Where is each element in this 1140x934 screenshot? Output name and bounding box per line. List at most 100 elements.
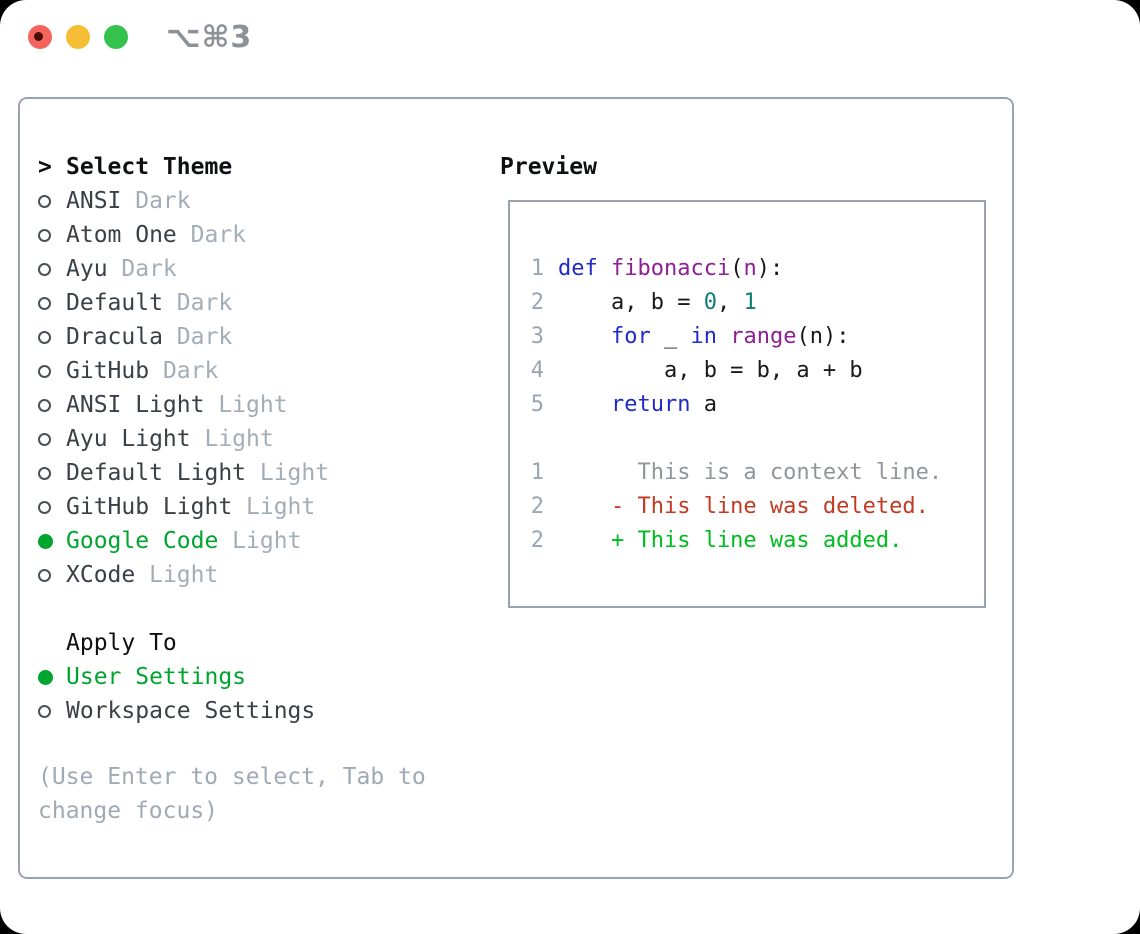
apply-option-workspace-settings[interactable]: Workspace Settings [38,694,315,728]
radio-unselected-icon [38,568,51,582]
minimize-button[interactable] [66,25,90,49]
item-label: XCode [66,562,136,588]
line-number: 1 [530,255,544,281]
theme-item-ayu-dark[interactable]: Ayu Dark [38,252,329,286]
radio-selected-icon [38,669,53,685]
code-token-kw: def [558,255,598,281]
theme-item-default-light-light[interactable]: Default Light Light [38,456,329,490]
apply-to-title: Apply To [66,630,177,656]
line-number: 4 [530,357,544,383]
apply-option-user-settings[interactable]: User Settings [38,660,315,694]
theme-item-atom-one-dark[interactable]: Atom One Dark [38,218,329,252]
prompt-caret-icon: > [38,154,52,180]
code-line: 5 return a [530,387,984,421]
item-label: GitHub [66,358,150,384]
theme-item-github-dark[interactable]: GitHub Dark [38,354,329,388]
line-number: 2 [530,289,544,315]
theme-item-github-light-light[interactable]: GitHub Light Light [38,490,329,524]
item-variant-label: Light [232,494,316,520]
item-label: ANSI [66,188,122,214]
code-token-kw: return [610,391,691,417]
theme-item-xcode-light[interactable]: XCode Light [38,558,329,592]
code-token-fn: fibonacci [611,255,731,281]
item-variant-label: Dark [107,256,177,282]
item-variant-label: Dark [162,290,233,316]
close-button[interactable] [28,25,52,49]
line-number: 1 [530,459,544,485]
code-token-pl: (n): [796,323,850,349]
item-variant-label: Light [218,528,302,554]
code-line: 2 a, b = 0, 1 [530,285,984,319]
code-token-num: 0 [703,289,717,315]
item-label: GitHub Light [66,494,233,520]
code-token-pl: _ [650,323,691,349]
line-number: 2 [530,527,544,553]
line-number: 5 [530,391,544,417]
item-variant-label: Light [204,392,288,418]
radio-unselected-icon [38,296,51,310]
radio-unselected-icon [38,500,51,514]
item-variant-label: Dark [176,222,247,248]
item-variant-label: Dark [121,188,191,214]
keyboard-hint-text: (Use Enter to select, Tab to change focu… [38,764,426,824]
code-token-fn: n [743,255,757,281]
code-token-pl [598,256,611,281]
item-label: Ayu [66,256,108,282]
item-label: Dracula [66,324,163,350]
theme-item-dracula-dark[interactable]: Dracula Dark [38,320,329,354]
code-line [530,421,984,455]
modified-dot-icon [34,32,43,41]
item-label: Ayu Light [66,426,191,452]
item-label: Workspace Settings [66,698,316,724]
code-line: 4 a, b = b, a + b [530,353,984,387]
code-token-pl: ): [756,255,784,281]
line-number: 3 [530,323,544,349]
radio-unselected-icon [38,466,51,480]
item-variant-label: Dark [149,358,219,384]
line-number: 2 [530,493,544,519]
theme-item-ansi-light-light[interactable]: ANSI Light Light [38,388,329,422]
code-token-add: + This line was added. [558,527,903,553]
window-title: ⌥⌘3 [166,20,253,55]
radio-unselected-icon [38,398,51,412]
code-token-del: - This line was deleted. [558,493,929,519]
radio-unselected-icon [38,364,51,378]
item-label: Atom One [66,222,177,248]
theme-item-google-code-light[interactable]: Google Code Light [38,524,329,558]
code-token-kw: for [610,323,651,349]
apply-to-header-row: Apply To [38,626,315,660]
radio-unselected-icon [38,704,51,718]
theme-item-ansi-dark[interactable]: ANSI Dark [38,184,329,218]
radio-selected-icon [38,533,53,549]
code-token-num: 1 [743,289,757,315]
radio-unselected-icon [38,228,51,242]
code-token-fn: range [730,323,797,349]
code-line: 2 + This line was added. [530,523,984,557]
item-label: User Settings [66,664,247,690]
code-line: 1 This is a context line. [530,455,984,489]
code-token-pl: ( [730,255,744,281]
code-token-pl: a, b = b, a + b [558,357,863,383]
radio-unselected-icon [38,262,51,276]
radio-unselected-icon [38,432,51,446]
theme-list-title: Select Theme [66,154,233,180]
item-variant-label: Dark [162,324,233,350]
preview-title: Preview [500,154,597,180]
theme-item-default-dark[interactable]: Default Dark [38,286,329,320]
code-token-pl: a [690,391,717,417]
item-variant-label: Light [246,460,330,486]
code-line: 1 def fibonacci(n): [530,251,984,285]
item-variant-label: Light [190,426,274,452]
radio-unselected-icon [38,330,51,344]
code-token-ctx: This is a context line. [558,459,943,485]
theme-item-ayu-light-light[interactable]: Ayu Light Light [38,422,329,456]
code-token-pl: , [716,289,744,315]
item-label: ANSI Light [66,392,205,418]
item-label: Google Code [66,528,219,554]
zoom-button[interactable] [104,25,128,49]
item-variant-label: Light [135,562,219,588]
